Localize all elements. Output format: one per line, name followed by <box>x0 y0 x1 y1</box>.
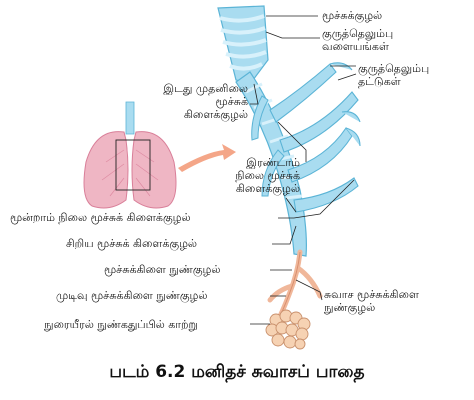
trachea <box>217 5 269 85</box>
label-bronchiole: மூச்சுக்கிளை நுண்குழல் <box>104 263 221 276</box>
label-primary-bronchus: இடது முதனிலை மூச்சுக் கிளைக்குழல் <box>163 82 248 121</box>
label-alveolar-sac: நுரையீரல் நுண்கதுப்பில் காற்று <box>44 318 198 331</box>
leader-lines <box>250 15 357 325</box>
label-cartilage-plates: குருத்தெலும்பு தட்டுகள் <box>358 62 430 88</box>
lungs-thumbnail <box>83 101 177 209</box>
upper-right-branch <box>269 62 361 213</box>
figure-caption: படம் 6.2 மனிதச் சுவாசப் பாதை <box>109 362 365 382</box>
bronchioles <box>267 249 323 319</box>
zoom-arrow <box>178 144 236 172</box>
label-terminal-bronchiole: முடிவு மூச்சுக்கிளை நுண்குழல் <box>56 289 208 302</box>
label-cartilage-rings: குருத்தெலும்பு வளையங்கள் <box>322 27 394 53</box>
label-trachea: மூச்சுக்குழல் <box>322 9 383 22</box>
label-secondary-bronchus: இரண்டாம் நிலை மூச்சுக் கிளைக்குழல் <box>235 156 300 195</box>
zoom-box <box>115 139 151 191</box>
cartilage-rings <box>219 14 267 71</box>
left-branches <box>251 95 285 197</box>
label-tertiary-bronchus: மூன்றாம் நிலை மூச்சுக் கிளைக்குழல் <box>10 211 191 224</box>
label-respiratory-bronchiole: சுவாச மூச்சுக்கிளை நுண்குழல் <box>324 288 419 314</box>
alveolar-sac <box>265 309 311 350</box>
label-small-bronchus: சிறிய மூச்சுக் கிளைக்குழல் <box>66 237 198 250</box>
